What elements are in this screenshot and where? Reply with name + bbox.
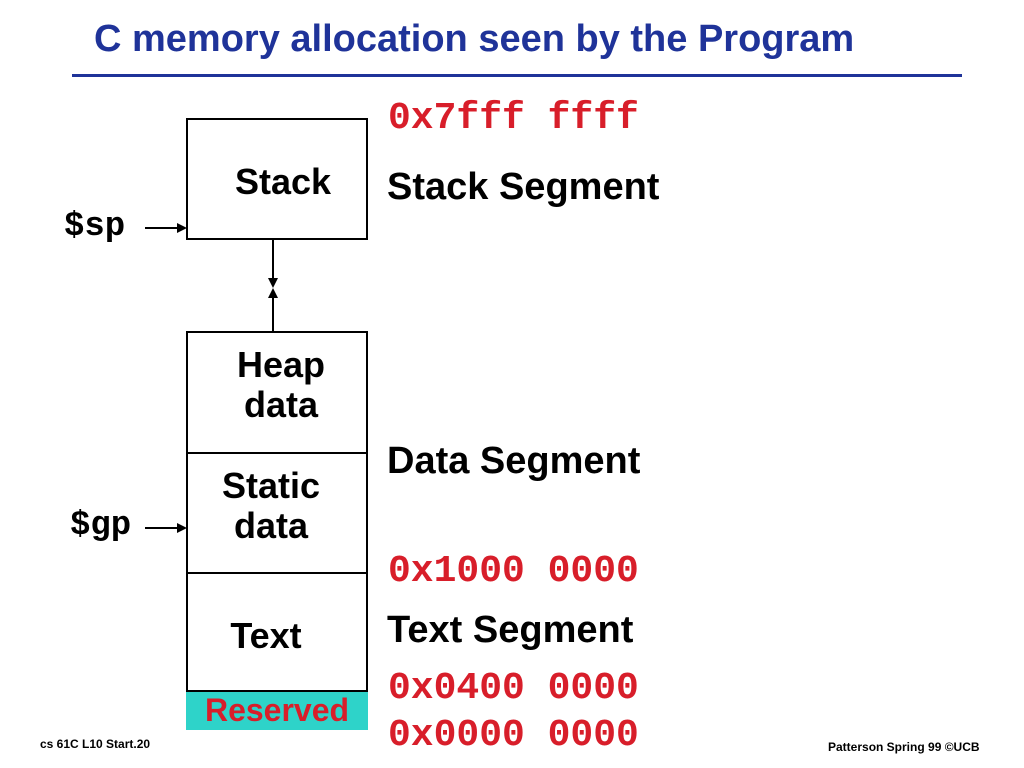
stack-block-label: Stack [234,161,332,202]
address-top: 0x7fff ffff [388,97,639,140]
stack-block: Stack [186,118,368,240]
footer-course-label: cs 61C L10 Start.20 [40,737,151,751]
address-data-start: 0x1000 0000 [388,550,639,593]
footer-copyright: Patterson Spring 99 ©UCB [828,740,980,754]
slide-title: C memory allocation seen by the Program [94,18,855,60]
text-segment-label: Text Segment [387,609,634,651]
data-segment-label: Data Segment [387,440,641,482]
text-block-label: Text [230,615,302,656]
heap-label-line1: Heap [236,344,326,385]
gp-register-label: $gp [70,507,132,545]
address-text-start: 0x0400 0000 [388,667,639,710]
reserved-block: Reserved [186,692,368,730]
static-block-label: Static data [196,465,346,547]
sp-register-label: $sp [64,208,126,246]
heap-block-label: Heap data [216,344,346,426]
title-underline [72,74,962,77]
static-label-line1: Static [221,465,321,506]
address-bottom: 0x0000 0000 [388,714,639,757]
heap-block: Heap data [186,331,368,454]
static-label-line2: data [233,505,309,547]
stack-segment-label: Stack Segment [387,166,660,208]
text-block: Text [186,572,368,692]
heap-label-line2: data [243,384,319,426]
static-block: Static data [186,452,368,574]
